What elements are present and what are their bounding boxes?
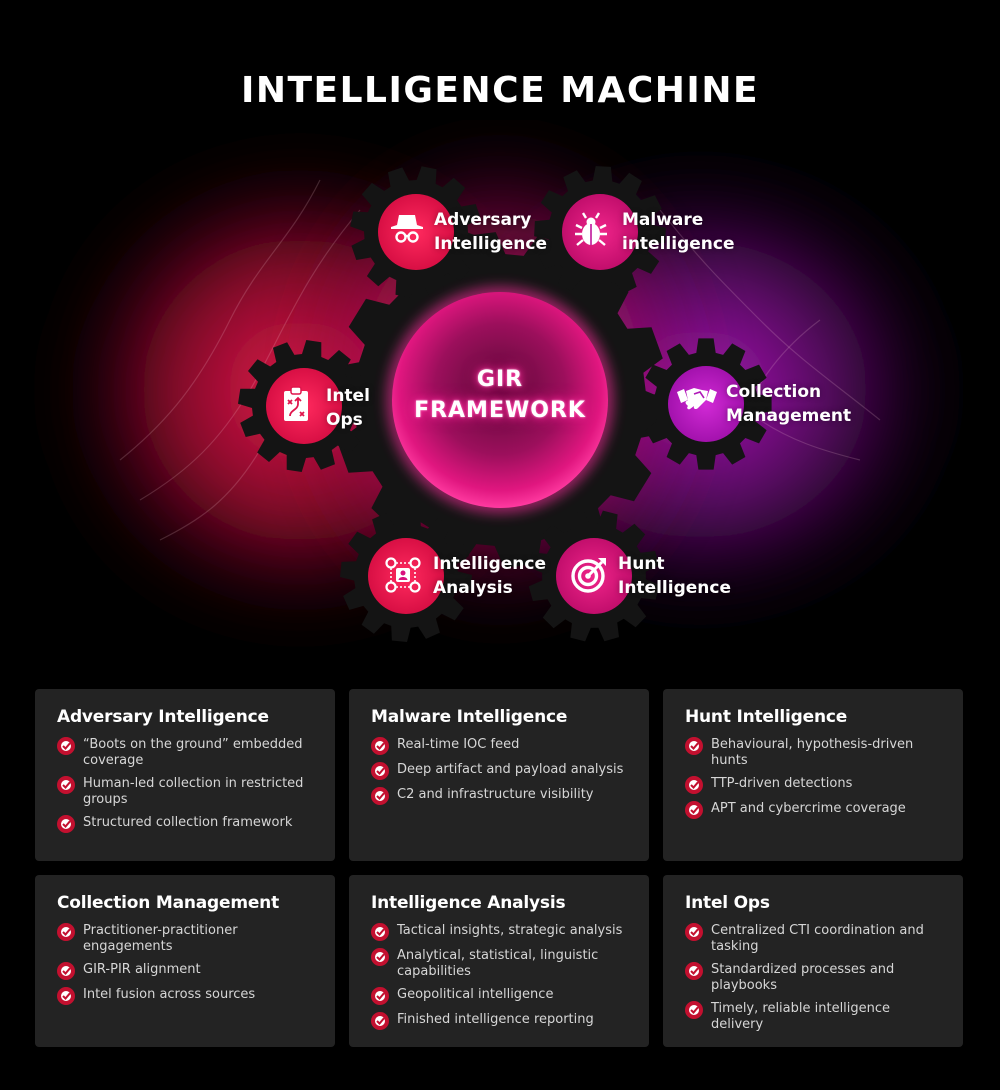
gir-framework-label: GIR FRAMEWORK (414, 367, 586, 423)
gear-label-hunt: Hunt Intelligence (618, 554, 731, 598)
check-circle-icon (685, 1001, 703, 1019)
check-circle-icon (57, 737, 75, 755)
list-item-text: Structured collection framework (83, 815, 293, 830)
card-collection-management: Collection Management Practitioner-pract… (35, 875, 335, 1047)
list-item: Geopolitical intelligence (371, 987, 627, 1005)
list-item-text: Geopolitical intelligence (397, 987, 554, 1002)
gear-hub (556, 538, 632, 614)
list-item: Analytical, statistical, linguistic capa… (371, 948, 627, 980)
card-title: Malware Intelligence (371, 707, 568, 727)
list-item-text: Analytical, statistical, linguistic capa… (397, 948, 599, 979)
network-people-icon (384, 556, 424, 596)
list-item-text: Practitioner-practitioner engagements (83, 923, 238, 954)
page-title: INTELLIGENCE MACHINE (240, 70, 760, 111)
check-circle-icon (685, 923, 703, 941)
list-item-text: Timely, reliable intelligence delivery (711, 1001, 891, 1032)
bug-icon (574, 212, 614, 252)
list-item: Finished intelligence reporting (371, 1012, 627, 1030)
card-title: Adversary Intelligence (57, 707, 269, 727)
list-item-text: Intel fusion across sources (83, 987, 256, 1002)
card-intel-ops: Intel Ops Centralized CTI coordination a… (663, 875, 963, 1047)
gear-hub (668, 366, 744, 442)
card-title: Hunt Intelligence (685, 707, 848, 727)
list-item-text: APT and cybercrime coverage (711, 801, 906, 816)
check-circle-icon (57, 923, 75, 941)
list-item: Behavioural, hypothesis-driven hunts (685, 737, 941, 769)
gear-hub (562, 194, 638, 270)
gear-label-collection: Collection Management (726, 382, 852, 426)
target-arrow-icon (570, 556, 610, 596)
handshake-icon (676, 384, 717, 424)
check-circle-icon (371, 787, 389, 805)
check-circle-icon (57, 987, 75, 1005)
list-item: APT and cybercrime coverage (685, 801, 941, 819)
list-item: C2 and infrastructure visibility (371, 787, 627, 805)
list-item-text: Deep artifact and payload analysis (397, 762, 624, 777)
list-item-text: TTP-driven detections (711, 776, 853, 791)
card-list: Centralized CTI coordination and tasking… (685, 923, 941, 1033)
card-hunt-intelligence: Hunt Intelligence Behavioural, hypothesi… (663, 689, 963, 861)
list-item: GIR-PIR alignment (57, 962, 313, 980)
list-item-text: Tactical insights, strategic analysis (397, 923, 623, 938)
list-item: Practitioner-practitioner engagements (57, 923, 313, 955)
list-item: Human-led collection in restricted group… (57, 776, 313, 808)
check-circle-icon (57, 815, 75, 833)
check-circle-icon (371, 987, 389, 1005)
list-item-text: GIR-PIR alignment (83, 962, 201, 977)
check-circle-icon (57, 962, 75, 980)
list-item-text: Centralized CTI coordination and tasking (711, 923, 924, 954)
check-circle-icon (371, 923, 389, 941)
list-item-text: “Boots on the ground” embedded coverage (83, 737, 303, 768)
list-item-text: Behavioural, hypothesis-driven hunts (711, 737, 914, 768)
list-item: Timely, reliable intelligence delivery (685, 1001, 941, 1033)
card-title: Intel Ops (685, 893, 770, 913)
list-item-text: Human-led collection in restricted group… (83, 776, 304, 807)
check-circle-icon (685, 737, 703, 755)
check-circle-icon (371, 737, 389, 755)
list-item: Intel fusion across sources (57, 987, 313, 1005)
gear-label-intel-ops: Intel Ops (326, 386, 370, 430)
check-circle-icon (57, 776, 75, 794)
gear-label-adversary: Adversary Intelligence (434, 210, 547, 254)
list-item: Centralized CTI coordination and tasking (685, 923, 941, 955)
list-item-text: Standardized processes and playbooks (711, 962, 895, 993)
check-circle-icon (371, 762, 389, 780)
clipboard-strategy-icon (282, 386, 322, 426)
check-circle-icon (371, 948, 389, 966)
gear-diagram: GIR FRAMEWORK Adversary Intelligence Mal… (0, 120, 1000, 680)
check-circle-icon (685, 801, 703, 819)
gear-label-analysis: Intelligence Analysis (433, 554, 546, 598)
list-item: Tactical insights, strategic analysis (371, 923, 627, 941)
gear-diagram-graphic (40, 120, 970, 642)
list-item: Real-time IOC feed (371, 737, 627, 755)
check-circle-icon (685, 962, 703, 980)
list-item: TTP-driven detections (685, 776, 941, 794)
check-circle-icon (685, 776, 703, 794)
card-adversary-intelligence: Adversary Intelligence “Boots on the gro… (35, 689, 335, 861)
list-item-text: C2 and infrastructure visibility (397, 787, 594, 802)
card-title: Intelligence Analysis (371, 893, 566, 913)
capability-cards: Adversary Intelligence “Boots on the gro… (35, 689, 963, 1047)
list-item: Structured collection framework (57, 815, 313, 833)
list-item-text: Finished intelligence reporting (397, 1012, 594, 1027)
list-item-text: Real-time IOC feed (397, 737, 520, 752)
list-item: Standardized processes and playbooks (685, 962, 941, 994)
check-circle-icon (371, 1012, 389, 1030)
list-item: Deep artifact and payload analysis (371, 762, 627, 780)
gear-label-malware: Malware intelligence (622, 210, 735, 254)
card-title: Collection Management (57, 893, 280, 913)
card-intelligence-analysis: Intelligence Analysis Tactical insights,… (349, 875, 649, 1047)
list-item: “Boots on the ground” embedded coverage (57, 737, 313, 769)
spy-hat-glasses-icon (389, 212, 429, 252)
gear-hub (378, 194, 454, 270)
